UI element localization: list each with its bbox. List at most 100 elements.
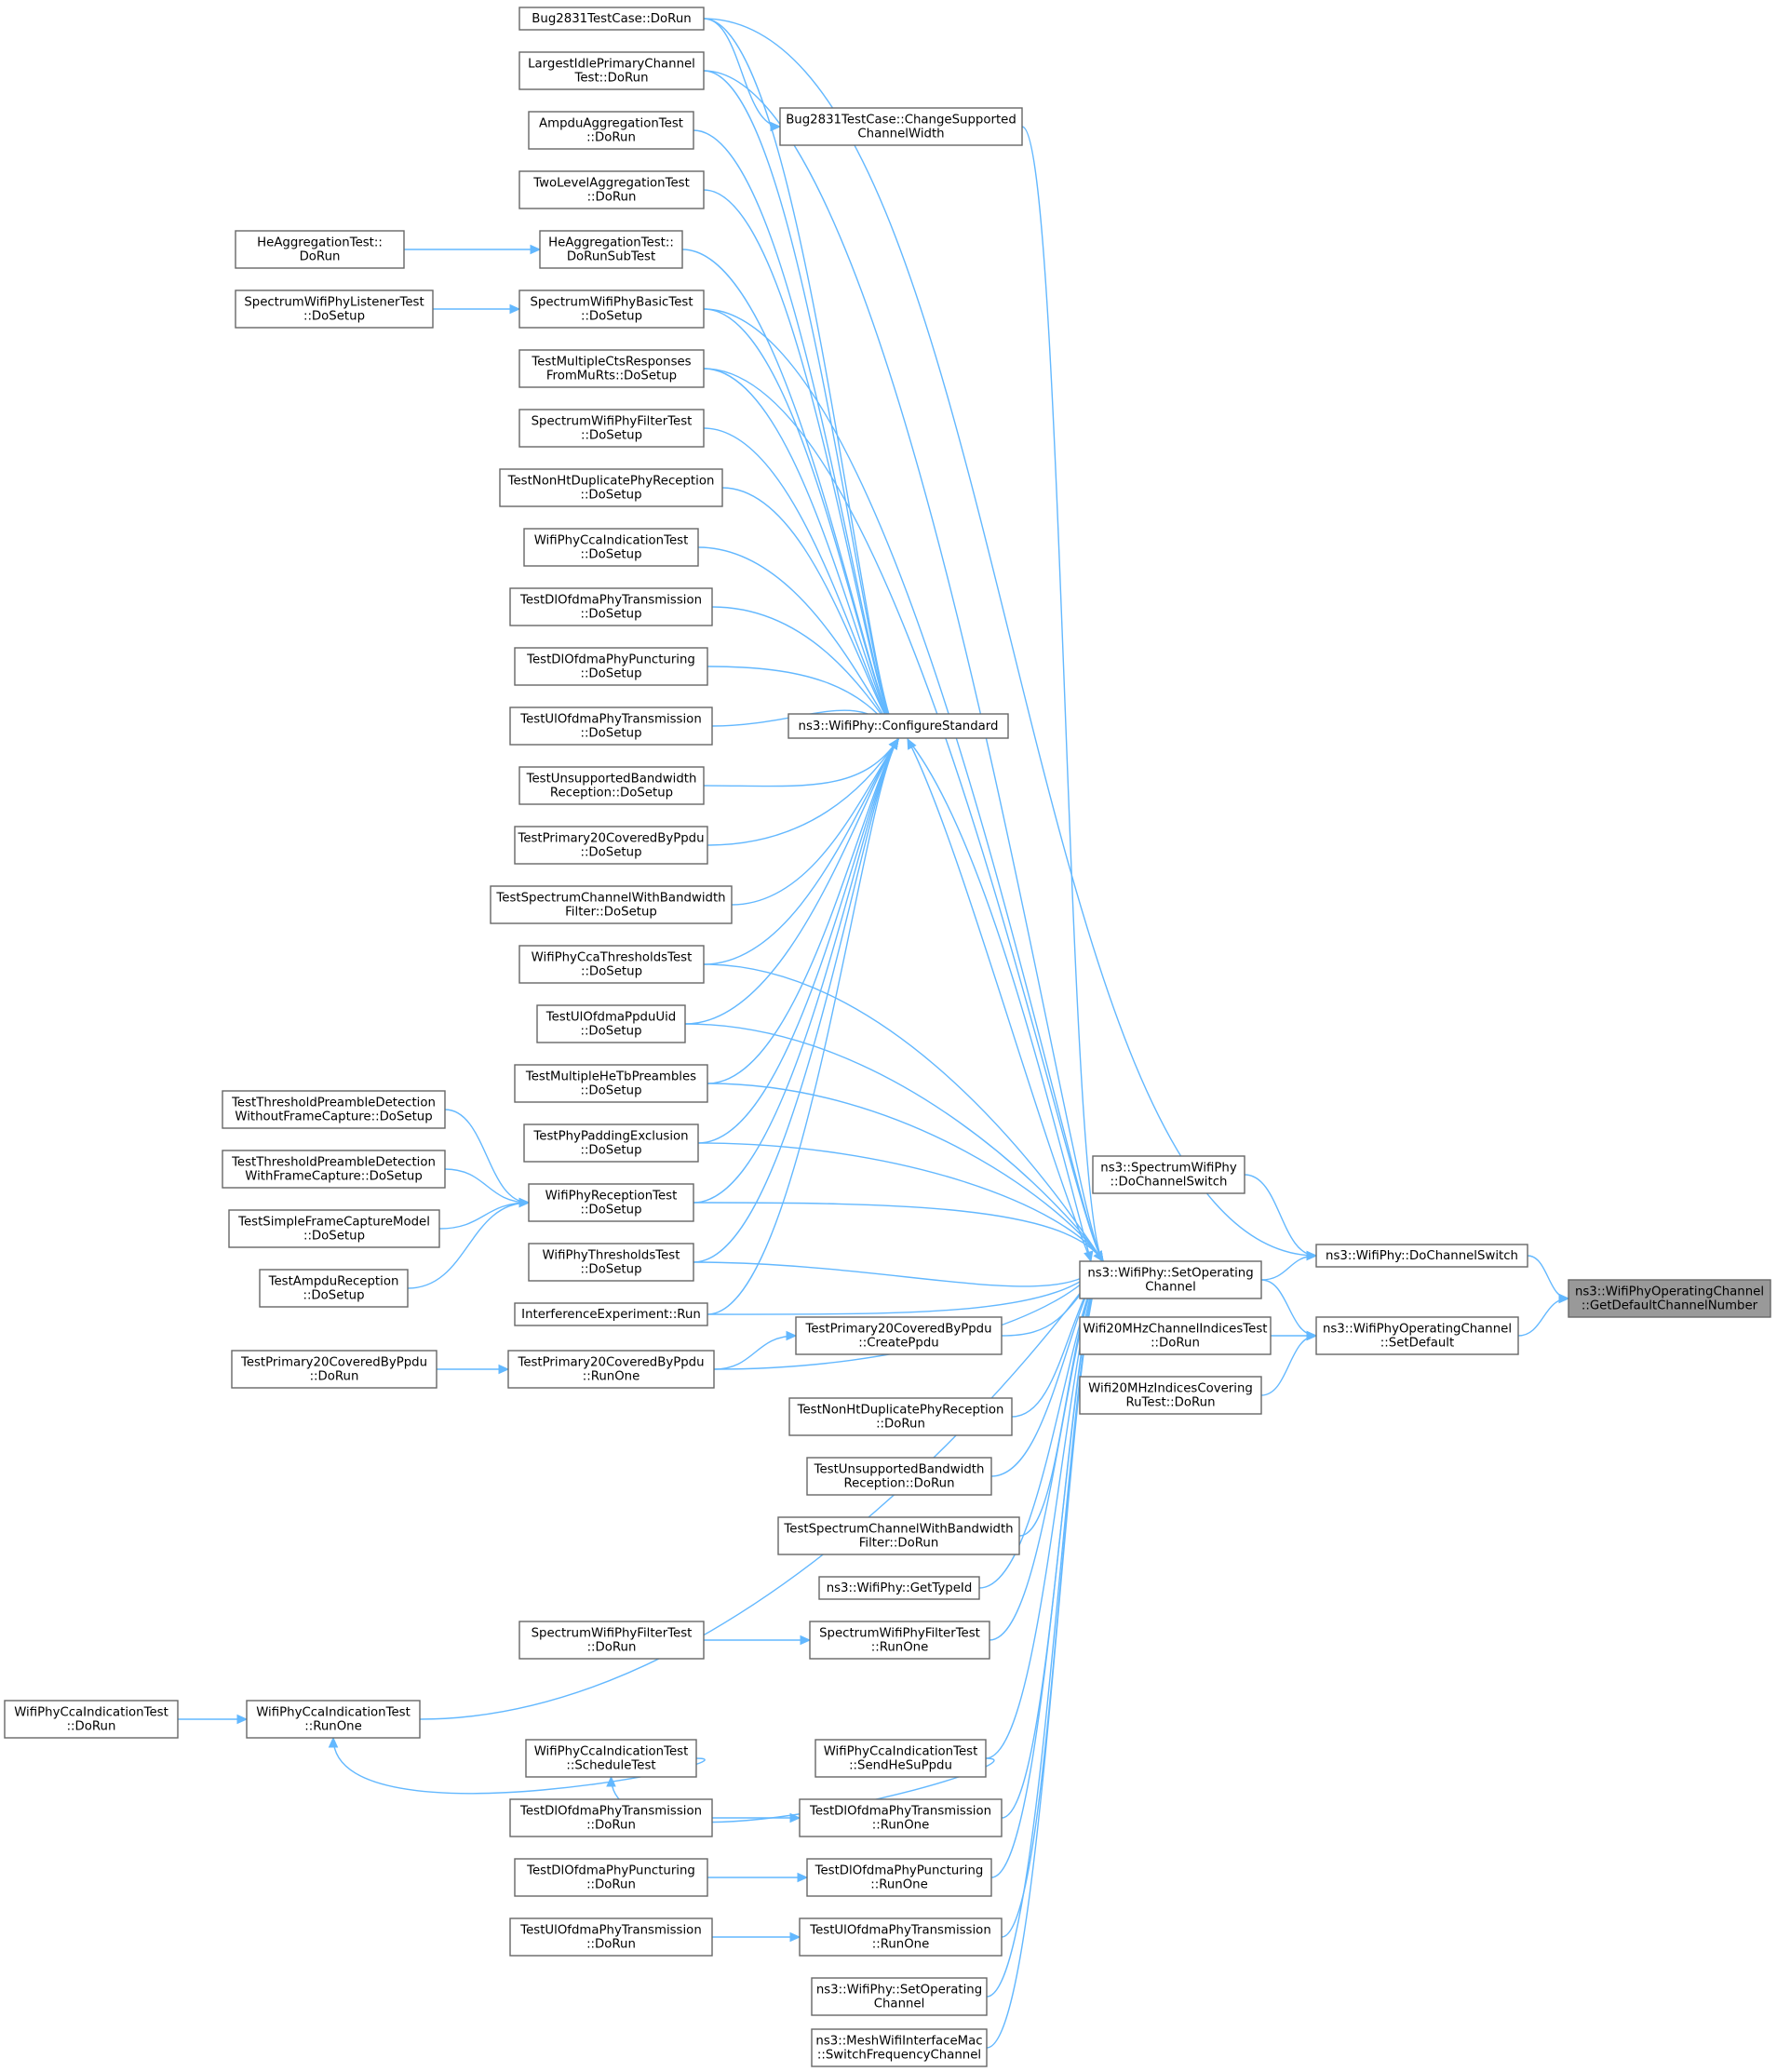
node-label: TestThresholdPreambleDetection — [231, 1156, 436, 1170]
node-label: WifiPhyCcaThresholdsTest — [532, 951, 693, 965]
node-non-ht-dup-setup[interactable]: TestNonHtDuplicatePhyReception::DoSetup — [499, 468, 723, 507]
edge-line — [419, 1260, 1104, 1720]
node-wifi20-m-hz-channel-indices[interactable]: Wifi20MHzChannelIndicesTest::DoRun — [1079, 1316, 1272, 1355]
node-cca-thresholds-setup[interactable]: WifiPhyCcaThresholdsTest::DoSetup — [518, 945, 705, 984]
edge-line — [697, 546, 899, 740]
edge-spectrum-basic-to-set-operating-channel — [703, 308, 1104, 1263]
node-dl-ofdma-punc-do-run[interactable]: TestDlOfdmaPhyPuncturing::DoRun — [514, 1858, 708, 1897]
node-ul-ofdma-ppdu-uid[interactable]: TestUlOfdmaPpduUid::DoSetup — [536, 1004, 686, 1043]
node-interference[interactable]: InterferenceExperiment::Run — [514, 1302, 708, 1326]
node-spectrum-channel-setup[interactable]: TestSpectrumChannelWithBandwidthFilter::… — [490, 885, 733, 924]
edge-primary20-do-run-to-primary20-run-one — [436, 1364, 510, 1375]
node-label: Filter::DoSetup — [565, 906, 657, 920]
node-spectrum-channel-do-run[interactable]: TestSpectrumChannelWithBandwidthFilter::… — [777, 1516, 1020, 1555]
node-primary20-run-one[interactable]: TestPrimary20CoveredByPpdu::RunOne — [507, 1350, 715, 1389]
node-do-channel-switch[interactable]: ns3::WifiPhy::DoChannelSwitch — [1315, 1244, 1528, 1268]
node-phy-padding[interactable]: TestPhyPaddingExclusion::DoSetup — [523, 1123, 699, 1163]
node-cca-schedule-test[interactable]: WifiPhyCcaIndicationTest::ScheduleTest — [525, 1739, 697, 1778]
edge-bug2831-do-run-to-do-channel-switch — [703, 18, 1318, 1261]
node-cca-run-one[interactable]: WifiPhyCcaIndicationTest::RunOne — [246, 1700, 421, 1739]
node-get-default-channel-number[interactable]: ns3::WifiPhyOperatingChannel::GetDefault… — [1568, 1279, 1771, 1318]
node-non-ht-dup-do-run[interactable]: TestNonHtDuplicatePhyReception::DoRun — [788, 1397, 1013, 1436]
node-ul-ofdma-tx-run-one[interactable]: TestUlOfdmaPhyTransmission::RunOne — [799, 1917, 1003, 1957]
node-bug2831-change-supported[interactable]: Bug2831TestCase::ChangeSupportedChannelW… — [779, 107, 1023, 146]
edge-line — [707, 738, 899, 1315]
node-dl-ofdma-punc-run-one[interactable]: TestDlOfdmaPhyPuncturing::RunOne — [806, 1858, 992, 1897]
edge-line — [703, 18, 899, 740]
node-label: TestDlOfdmaPhyTransmission — [809, 1805, 991, 1819]
edge-line — [707, 738, 899, 1084]
node-ul-ofdma-tx-do-run[interactable]: TestUlOfdmaPhyTransmission::DoRun — [509, 1917, 713, 1957]
node-label: WifiPhyCcaIndicationTest — [14, 1706, 168, 1720]
edge-preamble-without-to-reception-setup — [444, 1109, 531, 1208]
node-ul-ofdma-tx-setup[interactable]: TestUlOfdmaPhyTransmission::DoSetup — [509, 706, 713, 746]
node-label: TestSimpleFrameCaptureModel — [237, 1216, 430, 1230]
node-set-default[interactable]: ns3::WifiPhyOperatingChannel::SetDefault — [1315, 1316, 1519, 1355]
node-box — [811, 2028, 988, 2067]
node-ampdu-reception[interactable]: TestAmpduReception::DoSetup — [259, 1269, 409, 1308]
node-dl-ofdma-tx-do-run[interactable]: TestDlOfdmaPhyTransmission::DoRun — [509, 1798, 713, 1837]
node-label: ::DoRun — [1151, 1337, 1200, 1351]
node-label: ::DoRun — [586, 1878, 636, 1892]
node-spectrum-basic[interactable]: SpectrumWifiPhyBasicTest::DoSetup — [518, 289, 705, 329]
node-dl-ofdma-tx-run-one[interactable]: TestDlOfdmaPhyTransmission::RunOne — [799, 1798, 1003, 1837]
node-he-aggregation-sub[interactable]: HeAggregationTest::DoRunSubTest — [539, 230, 683, 269]
arrowhead — [1306, 1250, 1318, 1261]
edge-line — [407, 1202, 530, 1289]
node-label: TestSpectrumChannelWithBandwidth — [495, 892, 725, 906]
edge-line — [703, 963, 1104, 1262]
node-spectrum-filter-setup[interactable]: SpectrumWifiPhyFilterTest::DoSetup — [518, 409, 705, 448]
node-preamble-with[interactable]: TestThresholdPreambleDetectionWithFrameC… — [222, 1150, 446, 1189]
node-label: TestUlOfdmaPhyTransmission — [809, 1924, 991, 1938]
node-box — [231, 1350, 438, 1389]
node-configure-standard[interactable]: ns3::WifiPhy::ConfigureStandard — [788, 713, 1009, 739]
node-simple-frame-capture[interactable]: TestSimpleFrameCaptureModel::DoSetup — [228, 1209, 440, 1248]
node-spectrum-filter-run-one[interactable]: SpectrumWifiPhyFilterTest::RunOne — [809, 1621, 990, 1660]
node-preamble-without[interactable]: TestThresholdPreambleDetectionWithoutFra… — [222, 1090, 446, 1129]
node-spectrum-do-channel-switch[interactable]: ns3::SpectrumWifiPhy::DoChannelSwitch — [1092, 1155, 1245, 1194]
node-box — [518, 349, 705, 388]
node-label: Filter::DoRun — [859, 1537, 939, 1551]
node-get-type-id[interactable]: ns3::WifiPhy::GetTypeId — [818, 1576, 980, 1600]
node-he-aggregation-do-run[interactable]: HeAggregationTest::DoRun — [235, 230, 405, 269]
node-unsupported-bw-setup[interactable]: TestUnsupportedBandwidthReception::DoSet… — [518, 766, 705, 805]
arrowhead — [518, 1197, 531, 1208]
node-reception-setup[interactable]: WifiPhyReceptionTest::DoSetup — [528, 1183, 694, 1222]
node-spectrum-listener[interactable]: SpectrumWifiPhyListenerTest::DoSetup — [235, 289, 434, 329]
node-two-level-aggregation[interactable]: TwoLevelAggregationTest::DoRun — [518, 170, 705, 209]
node-dl-ofdma-punc-setup[interactable]: TestDlOfdmaPhyPuncturing::DoSetup — [514, 647, 708, 686]
node-bug2831-do-run[interactable]: Bug2831TestCase::DoRun — [518, 7, 705, 31]
node-cca-send-he-su[interactable]: WifiPhyCcaIndicationTest::SendHeSuPpdu — [814, 1739, 987, 1778]
node-switch-frequency[interactable]: ns3::MeshWifiInterfaceMac::SwitchFrequen… — [811, 2028, 988, 2067]
node-ampdu-aggregation[interactable]: AmpduAggregationTest::DoRun — [528, 111, 694, 150]
node-dl-ofdma-tx-setup[interactable]: TestDlOfdmaPhyTransmission::DoSetup — [509, 587, 713, 626]
node-label: DoRun — [300, 250, 341, 264]
node-thresholds-setup[interactable]: WifiPhyThresholdsTest::DoSetup — [528, 1243, 694, 1282]
node-box — [507, 1350, 715, 1389]
node-label: WifiPhyCcaIndicationTest — [256, 1706, 411, 1720]
node-primary20-do-run[interactable]: TestPrimary20CoveredByPpdu::DoRun — [231, 1350, 438, 1389]
arrowhead — [1306, 1330, 1318, 1341]
node-label: ::RunOne — [871, 1641, 929, 1655]
node-spectrum-filter-do-run[interactable]: SpectrumWifiPhyFilterTest::DoRun — [518, 1621, 705, 1660]
node-box — [806, 1858, 992, 1897]
node-label: TestUlOfdmaPpduUid — [545, 1011, 677, 1025]
node-box — [518, 51, 705, 90]
edge-cca-do-run-to-cca-run-one — [178, 1714, 249, 1725]
edge-he-aggregation-do-run-to-he-aggregation-sub — [404, 244, 542, 255]
node-multiple-he-tb[interactable]: TestMultipleHeTbPreambles::DoSetup — [514, 1064, 708, 1103]
node-multiple-cts[interactable]: TestMultipleCtsResponsesFromMuRts::DoSet… — [518, 349, 705, 388]
node-primary20-setup[interactable]: TestPrimary20CoveredByPpdu::DoSetup — [514, 826, 708, 865]
node-cca-do-run[interactable]: WifiPhyCcaIndicationTest::DoRun — [4, 1700, 179, 1739]
edge-set-operating-channel-to-configure-standard — [907, 737, 1092, 1262]
edge-set-default-to-get-default-channel-number — [1517, 1293, 1570, 1337]
node-label: ::DoSetup — [581, 965, 642, 979]
arrowhead — [509, 303, 521, 315]
node-primary20-create-ppdu[interactable]: TestPrimary20CoveredByPpdu::CreatePpdu — [795, 1316, 1003, 1355]
node-cca-indication-setup[interactable]: WifiPhyCcaIndicationTest::DoSetup — [523, 528, 699, 567]
